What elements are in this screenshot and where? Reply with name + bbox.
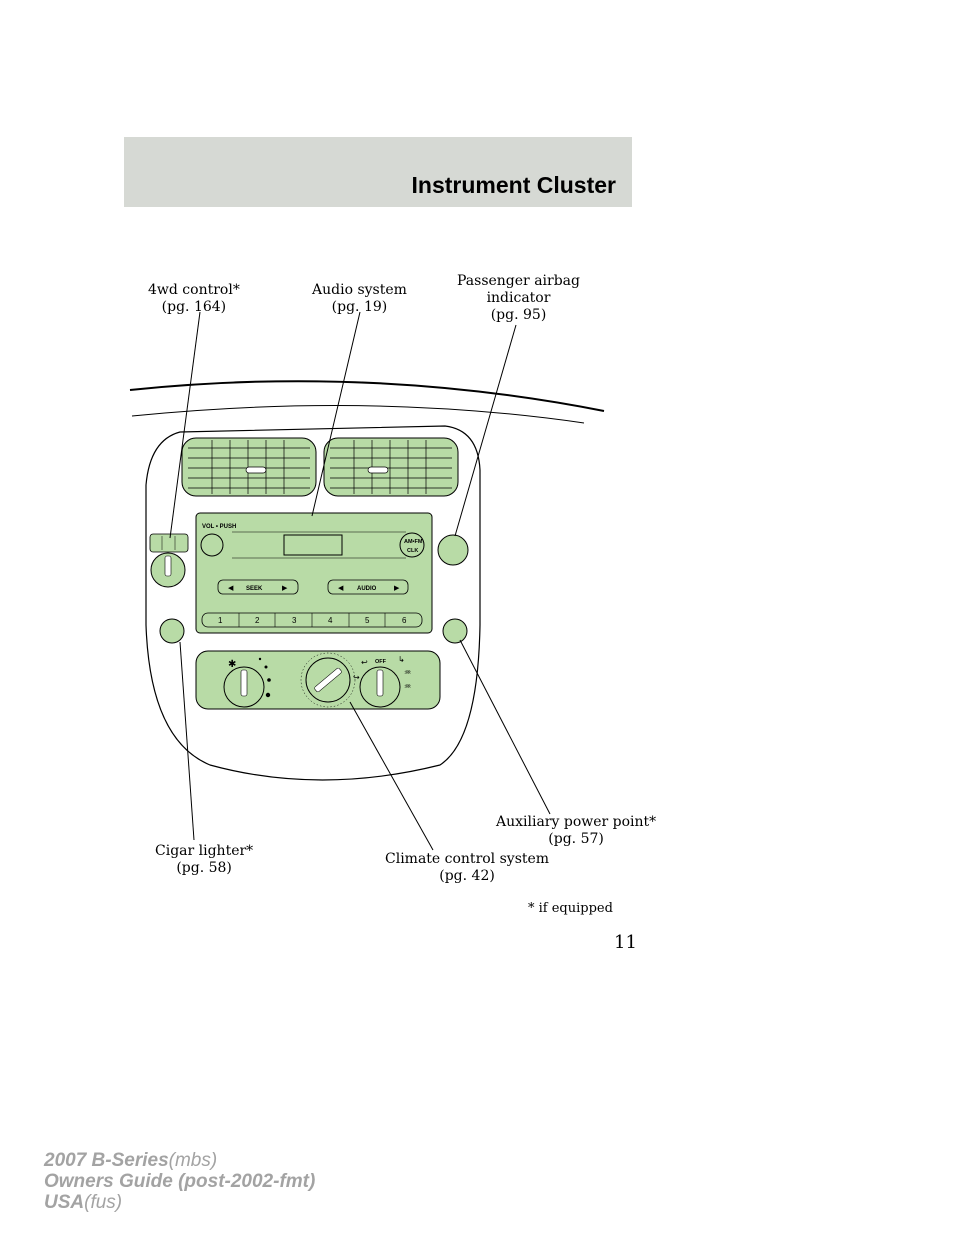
footnote: * if equipped: [528, 901, 613, 916]
amfm-label: AM•FM: [404, 539, 423, 545]
callout-power-page: (pg. 57): [548, 831, 604, 847]
document-footer: 2007 B-Series(mbs) Owners Guide (post-20…: [44, 1150, 315, 1213]
footer-market-code: (fus): [84, 1192, 123, 1213]
climate-control-panel: ✱ OFF ↩ ↪ ↳ ♒ ♒: [195, 650, 441, 710]
preset-5-button[interactable]: 5: [365, 616, 370, 625]
footer-line-1: 2007 B-Series(mbs): [44, 1150, 315, 1171]
footer-line-3: USA(fus): [44, 1192, 315, 1213]
preset-6-button[interactable]: 6: [402, 616, 407, 625]
left-air-vent: [181, 437, 317, 497]
callout-4wd-label: 4wd control*: [148, 282, 240, 298]
passenger-airbag-indicator: [437, 534, 469, 566]
audio-head-unit: VOL • PUSH AM•FM CLK ◀ SEEK ▶ ◀ AUDIO ▶ …: [195, 512, 433, 634]
seek-right-arrow-icon: ▶: [282, 585, 288, 592]
footer-line-2: Owners Guide (post-2002-fmt): [44, 1171, 316, 1192]
seek-left-arrow-icon: ◀: [228, 585, 234, 592]
callout-airbag-label: Passenger airbag: [457, 273, 580, 289]
right-air-vent: [323, 437, 459, 497]
callout-audio-label: Audio system: [312, 282, 407, 298]
callout-airbag-label-2: indicator: [486, 290, 551, 306]
preset-3-button[interactable]: 3: [292, 616, 297, 625]
callout-audio-page: (pg. 19): [331, 299, 388, 315]
preset-1-button[interactable]: 1: [218, 616, 223, 625]
defrost-icon: ♒: [404, 668, 411, 677]
callout-airbag-page: (pg. 95): [490, 307, 547, 323]
page-number: 11: [614, 932, 637, 953]
vol-push-label: VOL • PUSH: [202, 524, 236, 530]
volume-knob[interactable]: [200, 533, 224, 557]
callout-4wd-control: 4wd control* (pg. 164): [148, 282, 240, 316]
preset-4-button[interactable]: 4: [328, 616, 333, 625]
section-header: Instrument Cluster: [124, 137, 632, 207]
callout-audio-system: Audio system (pg. 19): [312, 282, 407, 316]
max-defrost-icon: ♒: [404, 682, 411, 691]
callout-leader-lines: [169, 311, 551, 851]
callout-climate-label: Climate control system: [385, 851, 550, 867]
callout-power-label: Auxiliary power point*: [496, 814, 657, 830]
temperature-scale: [300, 652, 356, 708]
callout-passenger-airbag: Passenger airbag indicator (pg. 95): [457, 273, 580, 324]
radio-display: [283, 534, 343, 556]
dash-top-curve: [129, 380, 605, 412]
dash-inner-curve: [131, 405, 585, 424]
floor-defrost-icon: ↳: [398, 655, 405, 664]
callout-climate-control: Climate control system (pg. 42): [385, 851, 549, 885]
callout-cigar-page: (pg. 58): [176, 860, 232, 876]
dashboard-illustration: VOL • PUSH AM•FM CLK ◀ SEEK ▶ ◀ AUDIO ▶ …: [129, 311, 605, 851]
callout-cigar-label: Cigar lighter*: [155, 843, 254, 859]
off-label: OFF: [375, 659, 387, 665]
seek-button[interactable]: [217, 579, 299, 595]
seek-label: SEEK: [246, 586, 263, 592]
footer-model-code: (mbs): [168, 1150, 218, 1171]
4wd-control-switch[interactable]: [149, 533, 189, 588]
audio-left-arrow-icon: ◀: [338, 585, 344, 592]
footer-market: USA: [44, 1192, 85, 1213]
cigar-lighter[interactable]: [159, 618, 185, 644]
panel-vent-icon: ↩: [361, 658, 368, 667]
callout-4wd-page: (pg. 164): [161, 299, 227, 315]
section-title: Instrument Cluster: [411, 172, 616, 198]
aux-power-point[interactable]: [442, 618, 468, 644]
callout-climate-page: (pg. 42): [439, 868, 495, 884]
footer-model: 2007 B-Series: [44, 1150, 169, 1171]
amfm-clk-button[interactable]: [399, 532, 425, 558]
preset-2-button[interactable]: 2: [255, 616, 260, 625]
clk-label: CLK: [407, 548, 418, 554]
floor-vent-icon: ↪: [353, 673, 360, 682]
callout-cigar-lighter: Cigar lighter* (pg. 58): [155, 843, 253, 877]
audio-button[interactable]: [327, 579, 409, 595]
audio-right-arrow-icon: ▶: [394, 585, 400, 592]
fan-icon: ✱: [228, 659, 236, 670]
callout-aux-power: Auxiliary power point* (pg. 57): [496, 814, 656, 848]
audio-label: AUDIO: [357, 586, 377, 592]
